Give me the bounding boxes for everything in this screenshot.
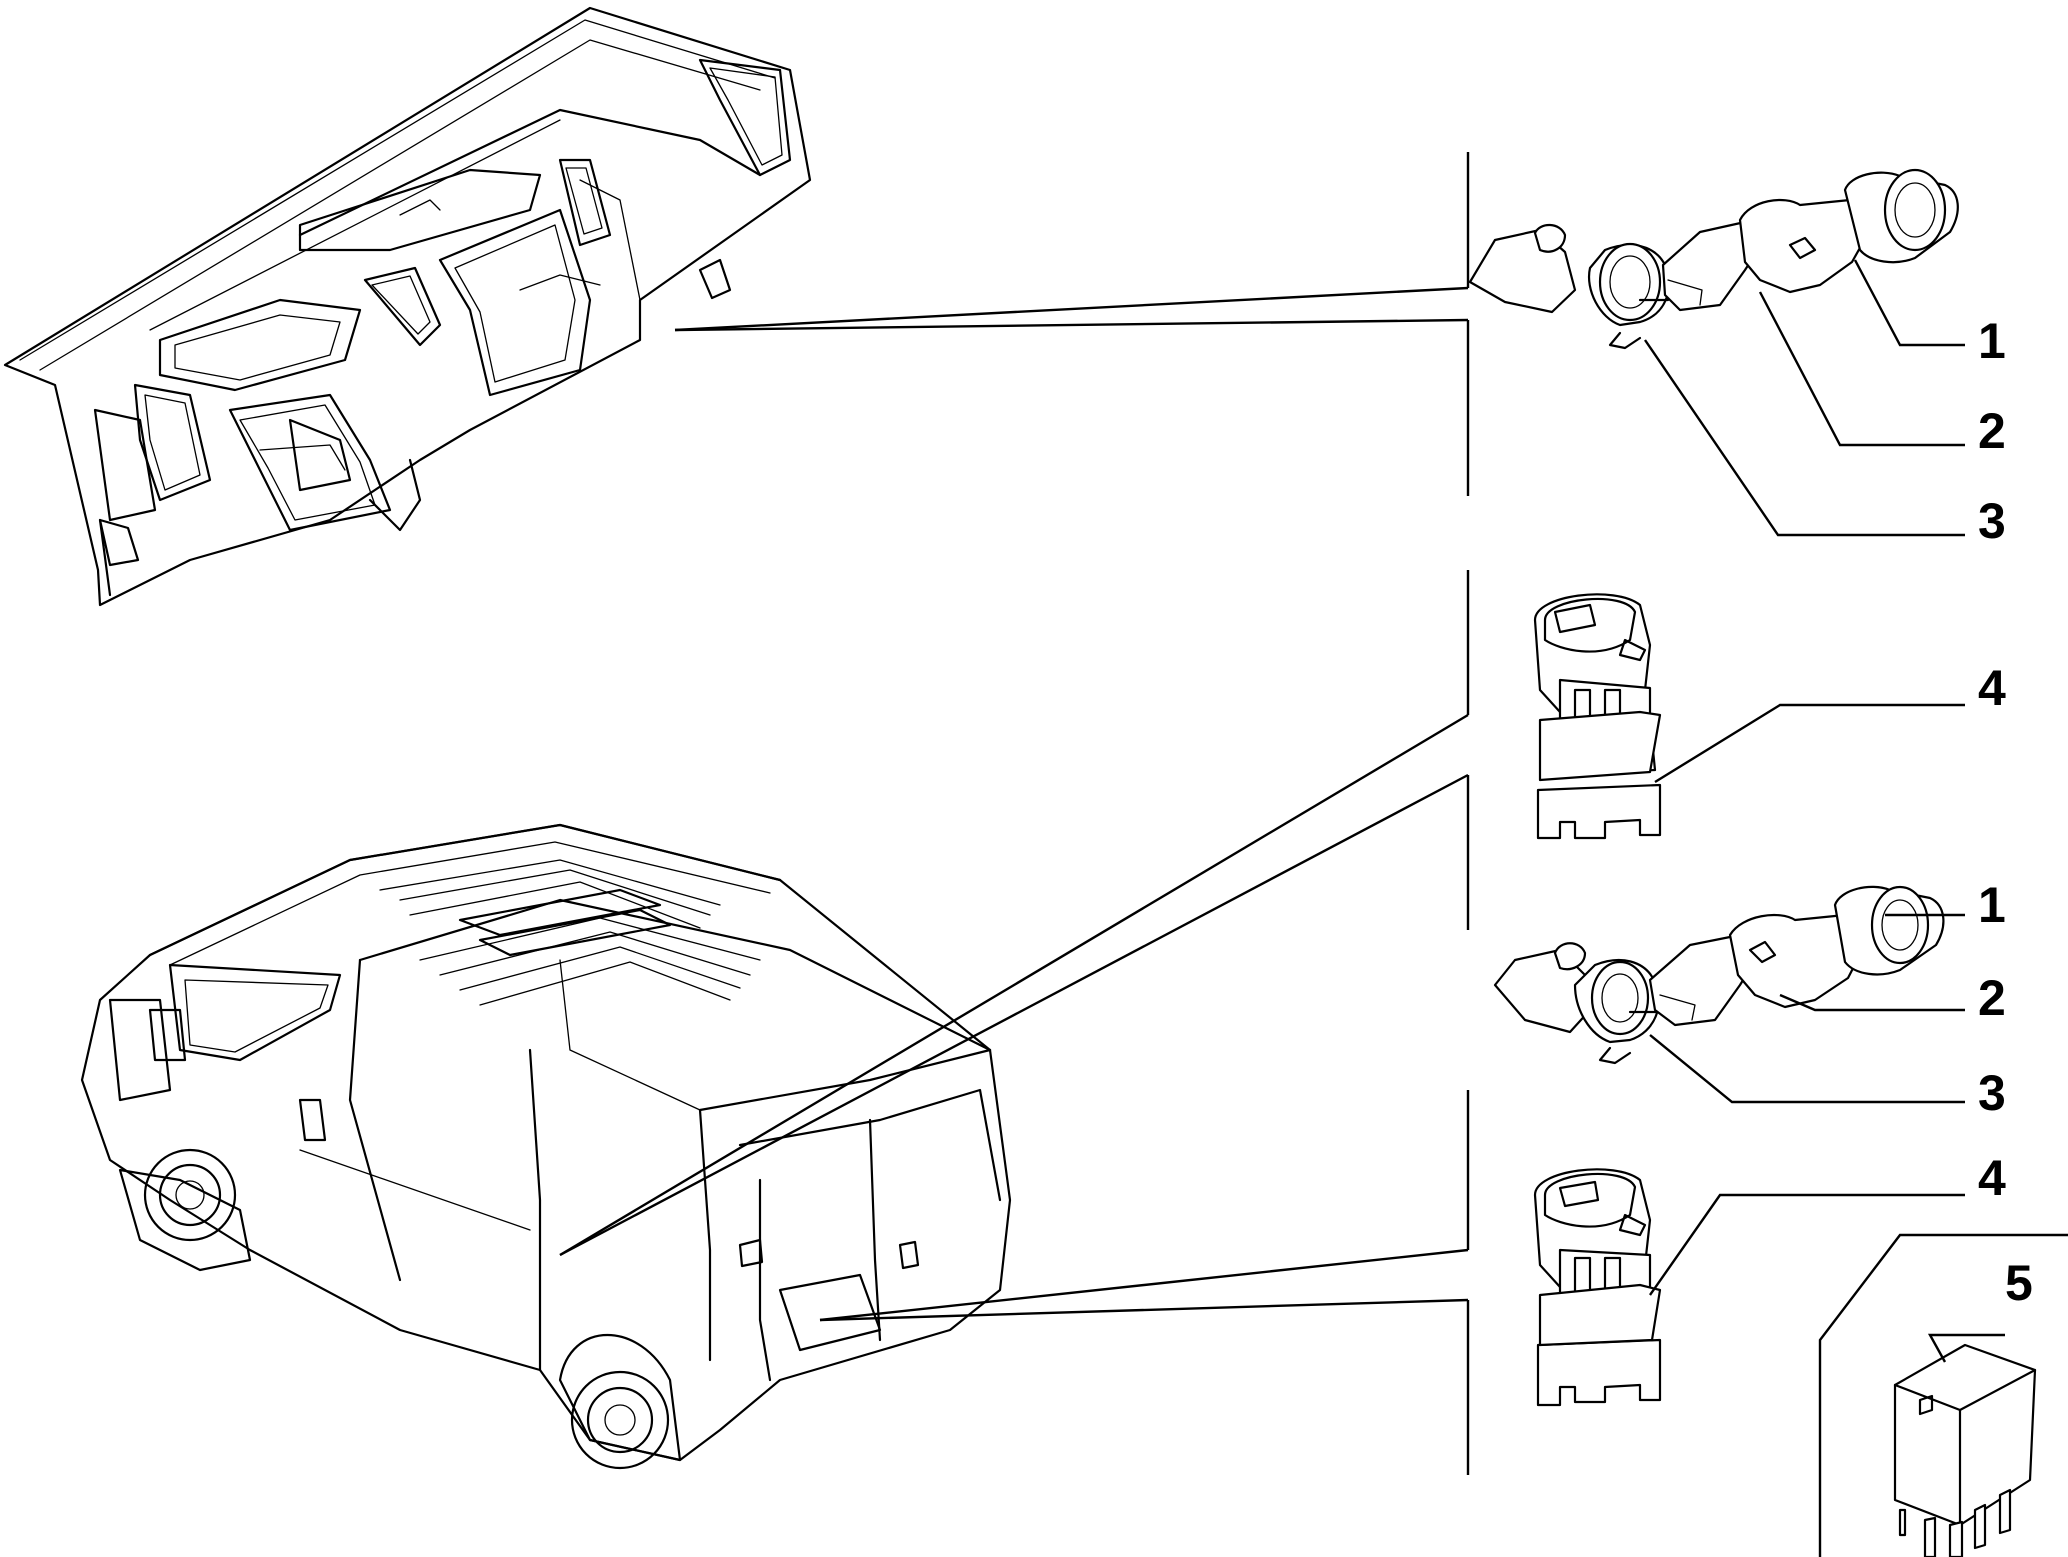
dashboard-illustration: [3, 6, 812, 607]
callout-3-bottom: 3: [1978, 1065, 2006, 1121]
callout-2-top: 2: [1978, 403, 2006, 459]
callout-4-bottom: 4: [1978, 1150, 2006, 1206]
power-socket-icon-top: [1533, 593, 1662, 840]
van-illustration: [80, 823, 1012, 1470]
callout-1-bottom: 1: [1978, 877, 2006, 933]
relay-inset-frame: [1818, 1233, 2068, 1557]
cigar-lighter-assembly-icon-bottom: [1493, 885, 1945, 1065]
callout-3-top: 3: [1978, 493, 2006, 549]
callout-leaders-group2: [1654, 703, 1965, 784]
callout-leaders-group4: [1649, 1193, 1965, 1296]
callout-leaders-group5: [1927, 1333, 2005, 1363]
power-socket-icon-bottom: [1533, 1168, 1662, 1407]
relay-icon: [1893, 1343, 2037, 1557]
callout-1-top: 1: [1978, 313, 2006, 369]
callout-4-top: 4: [1978, 660, 2006, 716]
callout-5: 5: [2005, 1255, 2033, 1311]
van-leader-lines: [559, 570, 1470, 1475]
dashboard-leader-lines: [674, 152, 1470, 496]
cigar-lighter-assembly-icon: [1468, 168, 1959, 350]
callout-leaders-group1: [1644, 259, 1965, 537]
callout-2-bottom: 2: [1978, 970, 2006, 1026]
callout-leaders-group3: [1649, 913, 1965, 1104]
